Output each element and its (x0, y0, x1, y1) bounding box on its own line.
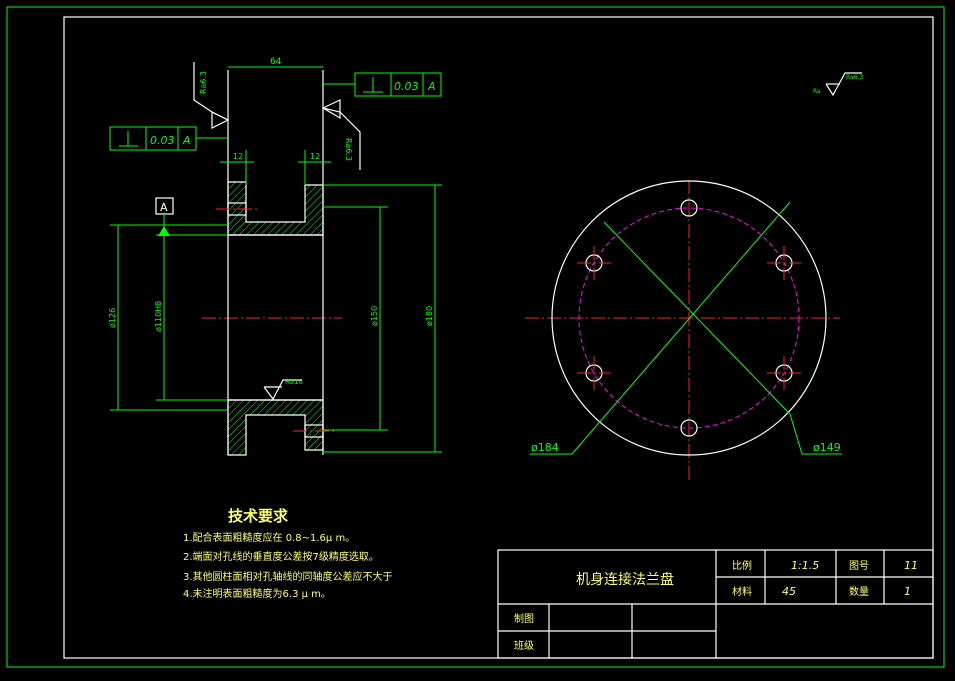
drawn-label: 制图 (514, 612, 534, 625)
dim-outer: ø184 (531, 441, 559, 454)
datum-label: A (160, 201, 168, 214)
dim-pcd: ø149 (813, 441, 841, 454)
dim-d126: ø126 (108, 308, 117, 328)
tol-left-datum: A (182, 134, 191, 147)
quantity-value: 1 (904, 585, 911, 598)
dim-width: 64 (270, 57, 282, 67)
notes-title: 技术要求 (228, 507, 289, 525)
roughness-top-right: Ra6.3 (344, 138, 353, 161)
section-view: 64 12 12 Ra6.3 Ra6.3 0.03 A (108, 57, 442, 456)
drawing-no-label: 图号 (849, 560, 869, 572)
tolerance-frame-left: 0.03 A (109, 126, 228, 151)
tolerance-frame-right: 0.03 A (323, 72, 442, 97)
roughness-bore: Ra16 (285, 378, 303, 386)
drawing-no-value: 11 (904, 559, 918, 572)
roughness-general-prefix: Ra (813, 88, 821, 95)
part-name: 机身连接法兰盘 (576, 571, 674, 588)
note-item: 3.其他圆柱面相对孔轴线的同轴度公差应不大于 (183, 570, 393, 583)
pitch-circle (578, 207, 800, 429)
dim-d150: ø150 (370, 306, 379, 326)
outer-circle (551, 180, 827, 456)
class-label: 班级 (514, 640, 534, 652)
scale-label: 比例 (732, 559, 752, 572)
title-block: 机身连接法兰盘 比例 1:1.5 图号 11 材料 45 数量 1 制图 班级 (497, 549, 934, 659)
roughness-general: Ra Ra6.3 (813, 72, 863, 97)
note-item: 1.配合表面粗糙度应在 0.8~1.6μ m。 (183, 531, 355, 544)
front-view: ø184 ø149 (525, 180, 842, 482)
material-value: 45 (782, 585, 796, 598)
dim-d180: ø180 (425, 306, 434, 326)
scale-value: 1:1.5 (791, 559, 819, 572)
material-label: 材料 (732, 585, 752, 598)
tol-right-value: 0.03 (394, 80, 419, 93)
dim-flange-left: 12 (233, 152, 243, 161)
bolt-holes (577, 199, 801, 437)
technical-notes: 技术要求 1.配合表面粗糙度应在 0.8~1.6μ m。 2.端面对孔线的垂直度… (183, 507, 393, 600)
dim-d110: ø110H8 (154, 301, 163, 332)
note-item: 2.端面对孔线的垂直度公差按7级精度选取。 (183, 550, 379, 563)
roughness-general-value: Ra6.3 (846, 74, 863, 81)
note-item: 4.未注明表面粗糙度为6.3 μ m。 (183, 587, 331, 600)
datum-triangle (158, 226, 170, 236)
dim-flange-right: 12 (310, 152, 320, 161)
outer-frame (6, 6, 945, 668)
quantity-label: 数量 (849, 585, 869, 598)
roughness-top-left: Ra6.3 (199, 71, 208, 94)
tol-right-datum: A (427, 80, 436, 93)
tol-left-value: 0.03 (150, 134, 175, 147)
